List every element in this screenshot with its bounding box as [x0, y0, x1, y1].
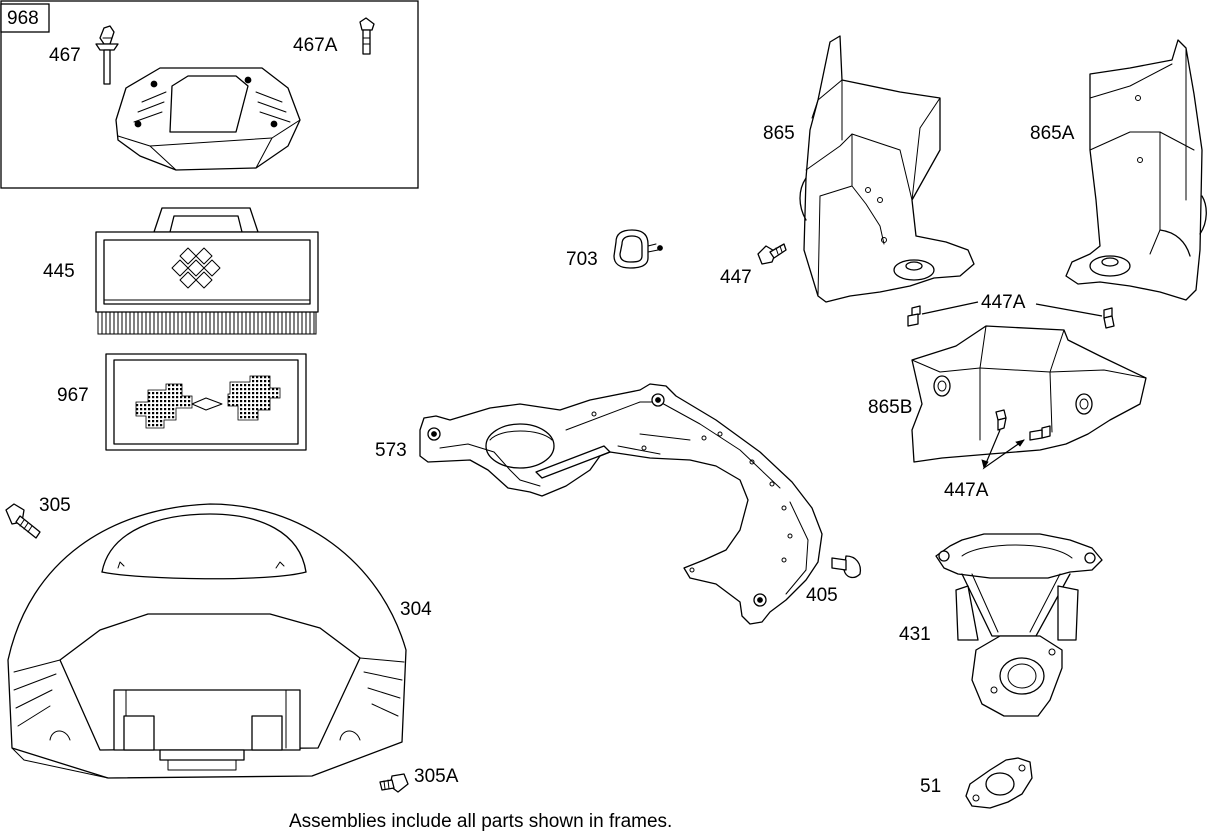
label-865A: 865A	[1030, 123, 1075, 144]
clip-703	[613, 229, 663, 269]
intake-elbow-431	[935, 533, 1103, 717]
label-447: 447	[720, 267, 752, 288]
label-405: 405	[806, 585, 838, 606]
bolt-305	[5, 503, 41, 539]
label-703: 703	[566, 249, 598, 270]
frame-label-box	[0, 3, 50, 33]
label-51: 51	[920, 776, 941, 797]
screw-405	[831, 555, 862, 579]
baffle-865	[799, 35, 975, 303]
label-865B: 865B	[868, 397, 912, 418]
label-431: 431	[899, 624, 931, 645]
gasket-51	[965, 757, 1033, 809]
label-304: 304	[400, 599, 432, 620]
label-447A-top: 447A	[981, 292, 1026, 313]
pre-cleaner-967	[105, 353, 307, 451]
label-467: 467	[49, 45, 81, 66]
label-305A: 305A	[414, 766, 459, 787]
frame-label: 968	[7, 8, 39, 29]
label-447A-bottom: 447A	[944, 480, 989, 501]
screws-447A-top	[907, 301, 1115, 329]
screws-447A-bottom	[981, 409, 1051, 470]
blower-housing-304	[7, 503, 407, 779]
wing-nut-stud-467	[95, 25, 119, 85]
bolt-305A	[379, 773, 409, 793]
label-865: 865	[763, 123, 795, 144]
baffle-865B	[911, 325, 1147, 463]
back-plate-573	[419, 383, 823, 625]
label-305: 305	[39, 495, 71, 516]
label-467A: 467A	[293, 35, 338, 56]
assembly-frame-968: 968	[0, 0, 419, 189]
air-filter-445	[95, 207, 319, 335]
screw-447	[757, 243, 787, 265]
footnote: Assemblies include all parts shown in fr…	[289, 811, 672, 832]
label-573: 573	[375, 440, 407, 461]
label-445: 445	[43, 261, 75, 282]
baffle-865A	[1065, 39, 1207, 301]
wing-screw-467A	[359, 17, 375, 55]
label-967: 967	[57, 385, 89, 406]
air-cleaner-cover	[115, 67, 301, 171]
